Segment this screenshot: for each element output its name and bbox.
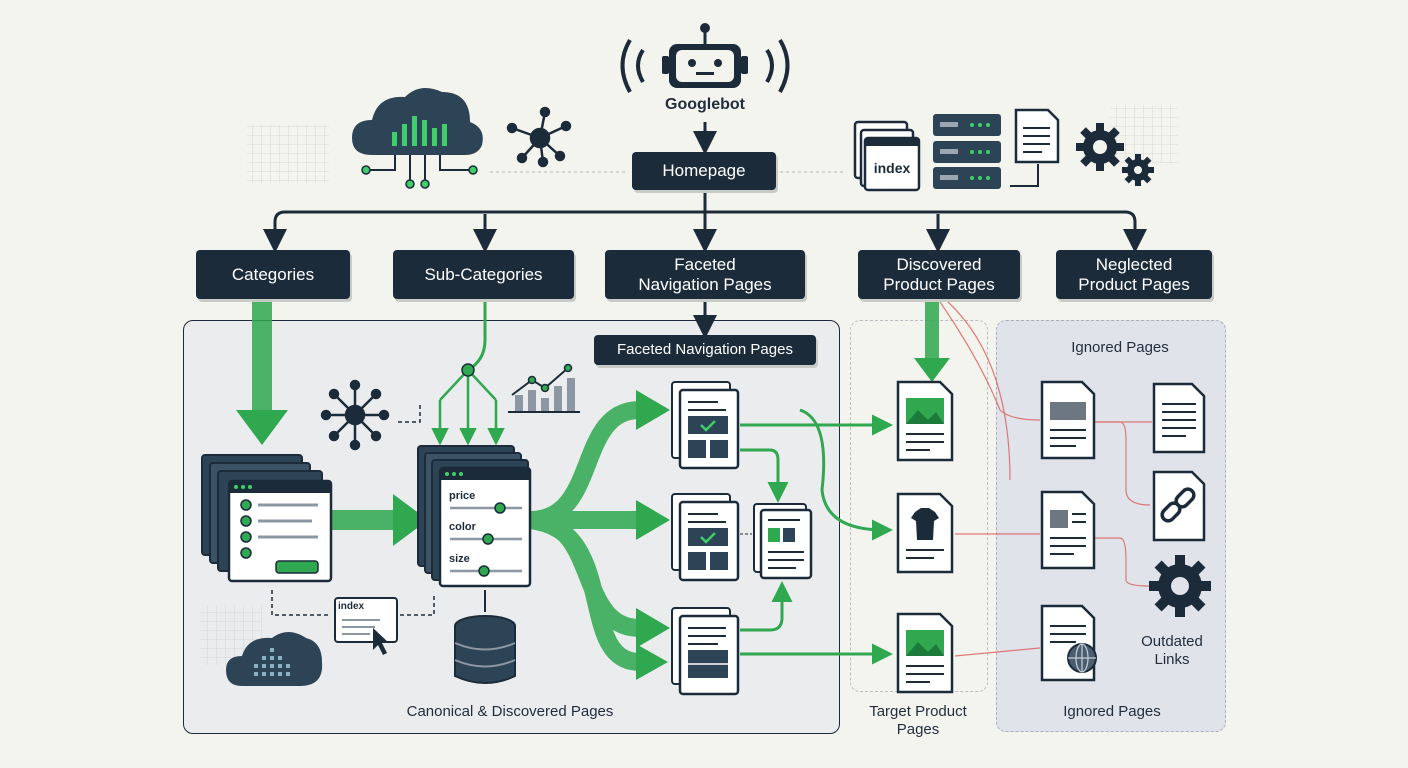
node-line: Neglected <box>1095 254 1173 274</box>
network-hub-icon <box>320 379 390 451</box>
gear-icon <box>1076 123 1154 186</box>
server-rack-icon <box>933 114 1001 189</box>
ignored-page-icons <box>1040 380 1211 682</box>
gear-icon <box>1149 555 1211 617</box>
target-product-icons <box>896 380 954 694</box>
robot-icon <box>620 23 790 93</box>
database-icon <box>454 615 516 684</box>
index-card-icon <box>334 597 398 643</box>
cloud-data-icon <box>352 88 483 189</box>
label-line: Pages <box>896 721 940 738</box>
sub-categories-node[interactable]: Sub-Categories <box>393 250 574 299</box>
document-icon <box>1010 108 1060 187</box>
node-line: Product Pages <box>883 274 995 294</box>
node-line: Faceted <box>674 254 736 274</box>
ignored-top-label: Ignored Pages <box>1071 339 1169 356</box>
googlebot-label: Googlebot <box>665 96 745 113</box>
filter-color-label: color <box>449 521 476 533</box>
neglected-product-node[interactable]: Neglected Product Pages <box>1056 250 1212 299</box>
faceted-navigation-node[interactable]: Faceted Navigation Pages <box>605 250 805 299</box>
faceted-page-icons <box>671 381 813 696</box>
index-card-label: index <box>338 601 365 612</box>
index-server-label: index <box>873 160 911 176</box>
green-flow-arrows <box>236 302 950 680</box>
cursor-icon <box>373 628 389 655</box>
label-line: Outdated <box>1141 633 1203 650</box>
label-line: Links <box>1154 651 1190 668</box>
categories-node[interactable]: Categories <box>196 250 350 299</box>
node-line: Discovered <box>896 254 982 274</box>
label-line: Target Product <box>869 703 967 720</box>
node-line: Navigation Pages <box>638 274 772 294</box>
ignored-bottom-label: Ignored Pages <box>1063 703 1161 720</box>
filter-size-label: size <box>449 553 470 565</box>
node-line: Product Pages <box>1078 274 1190 294</box>
category-page-stack-icon <box>201 454 333 583</box>
homepage-node[interactable]: Homepage <box>632 152 776 190</box>
link-icon <box>1152 470 1206 542</box>
discovered-product-node[interactable]: Discovered Product Pages <box>858 250 1020 299</box>
canonical-panel-label: Canonical & Discovered Pages <box>406 703 614 720</box>
network-icon <box>506 106 572 168</box>
filter-price-label: price <box>449 490 476 502</box>
outdated-links-label: Outdated Links <box>1120 633 1224 669</box>
grid-decoration <box>247 125 329 183</box>
grid-decoration <box>1110 105 1178 163</box>
filter-page-stack-icon <box>417 445 532 588</box>
bar-chart-icon <box>508 363 580 413</box>
index-browser-icon <box>853 120 921 192</box>
cloud-storage-icon <box>226 632 323 686</box>
target-panel-label: Target Product Pages <box>846 703 990 739</box>
faceted-navigation-inner-node[interactable]: Faceted Navigation Pages <box>594 335 816 365</box>
